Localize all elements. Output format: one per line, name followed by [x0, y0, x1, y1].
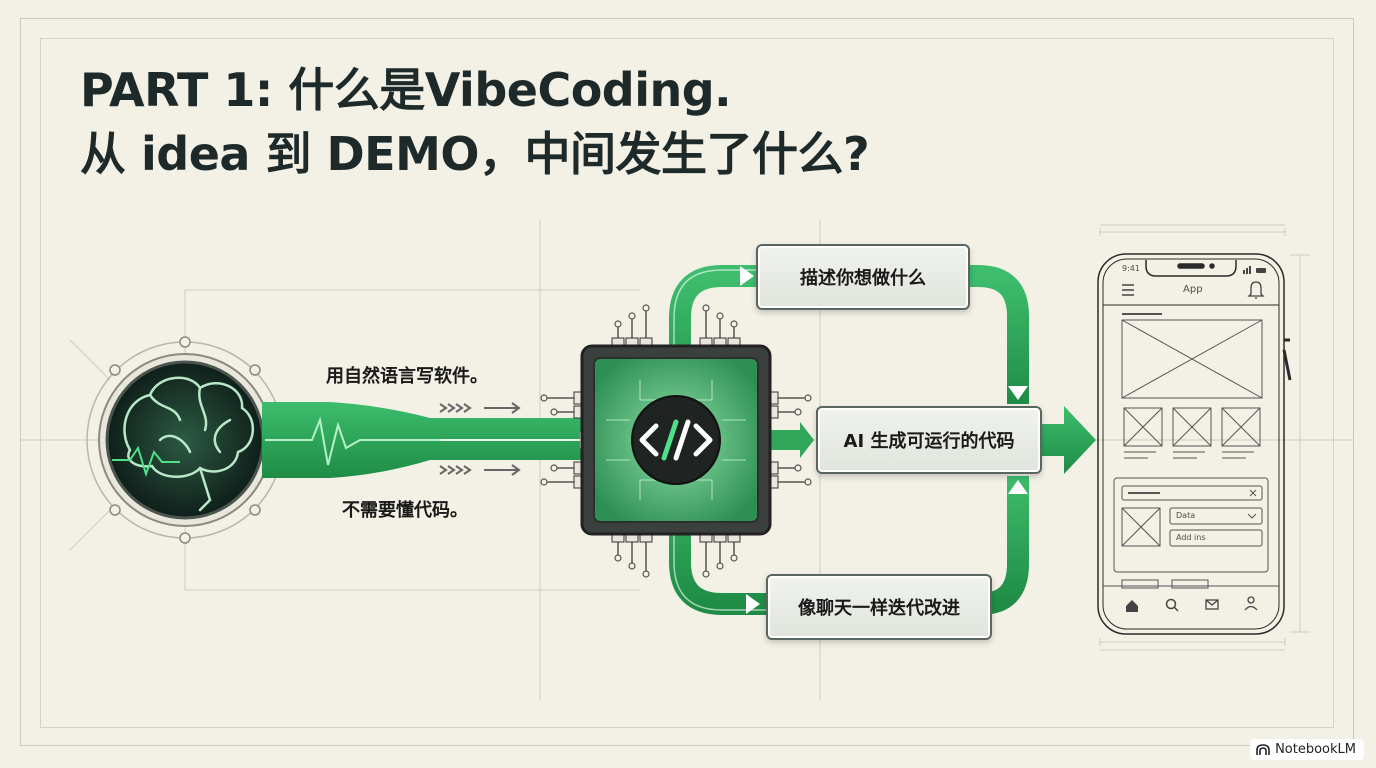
- brain-icon: [123, 376, 255, 512]
- page-title: PART 1: 什么是VibeCoding. 从 idea 到 DEMO，中间发…: [80, 58, 870, 186]
- title-line-1: PART 1: 什么是VibeCoding.: [80, 63, 732, 117]
- loop-arrow-up: [1008, 480, 1028, 494]
- bell-icon: [1247, 281, 1265, 299]
- brand-name: NotebookLM: [1275, 742, 1356, 757]
- user-icon: [1244, 596, 1258, 611]
- step-generate: AI 生成可运行的代码: [816, 406, 1042, 474]
- output-arrow: [1040, 406, 1096, 474]
- phone-input-add-ins: Add ins: [1176, 533, 1206, 542]
- loop-arrow-down: [1008, 386, 1028, 400]
- menu-icon: [1122, 284, 1134, 296]
- chevron-arrows: [439, 402, 521, 476]
- phone-time: 9:41: [1122, 264, 1140, 273]
- inner-frame: [40, 38, 1334, 728]
- phone-mockup: [1097, 253, 1292, 635]
- outer-frame: [20, 18, 1354, 746]
- loop-arrow-describe: [740, 266, 754, 286]
- code-chip-icon: [639, 419, 713, 461]
- step-iterate: 像聊天一样迭代改进: [766, 574, 992, 640]
- step-describe: 描述你想做什么: [756, 244, 970, 310]
- notebooklm-logo-icon: [1256, 743, 1270, 755]
- code-chip: [540, 304, 812, 578]
- search-icon: [1165, 598, 1179, 612]
- loop-arrow-iterate: [746, 594, 760, 614]
- mail-icon: [1205, 599, 1219, 610]
- chip-to-ai-arrow: [760, 422, 814, 458]
- label-no-code: 不需要懂代码。: [342, 500, 468, 521]
- home-icon: [1126, 600, 1138, 612]
- phone-wireframe: [1103, 313, 1279, 589]
- title-line-2: 从 idea 到 DEMO，中间发生了什么?: [80, 127, 870, 181]
- signal-icons: [1243, 266, 1266, 274]
- phone-dropdown-data: Data: [1176, 511, 1196, 520]
- label-natural-language: 用自然语言写软件。: [326, 366, 488, 387]
- brain-node: [86, 336, 284, 544]
- phone-app-title: App: [1183, 284, 1203, 295]
- notebooklm-badge: NotebookLM: [1250, 739, 1364, 760]
